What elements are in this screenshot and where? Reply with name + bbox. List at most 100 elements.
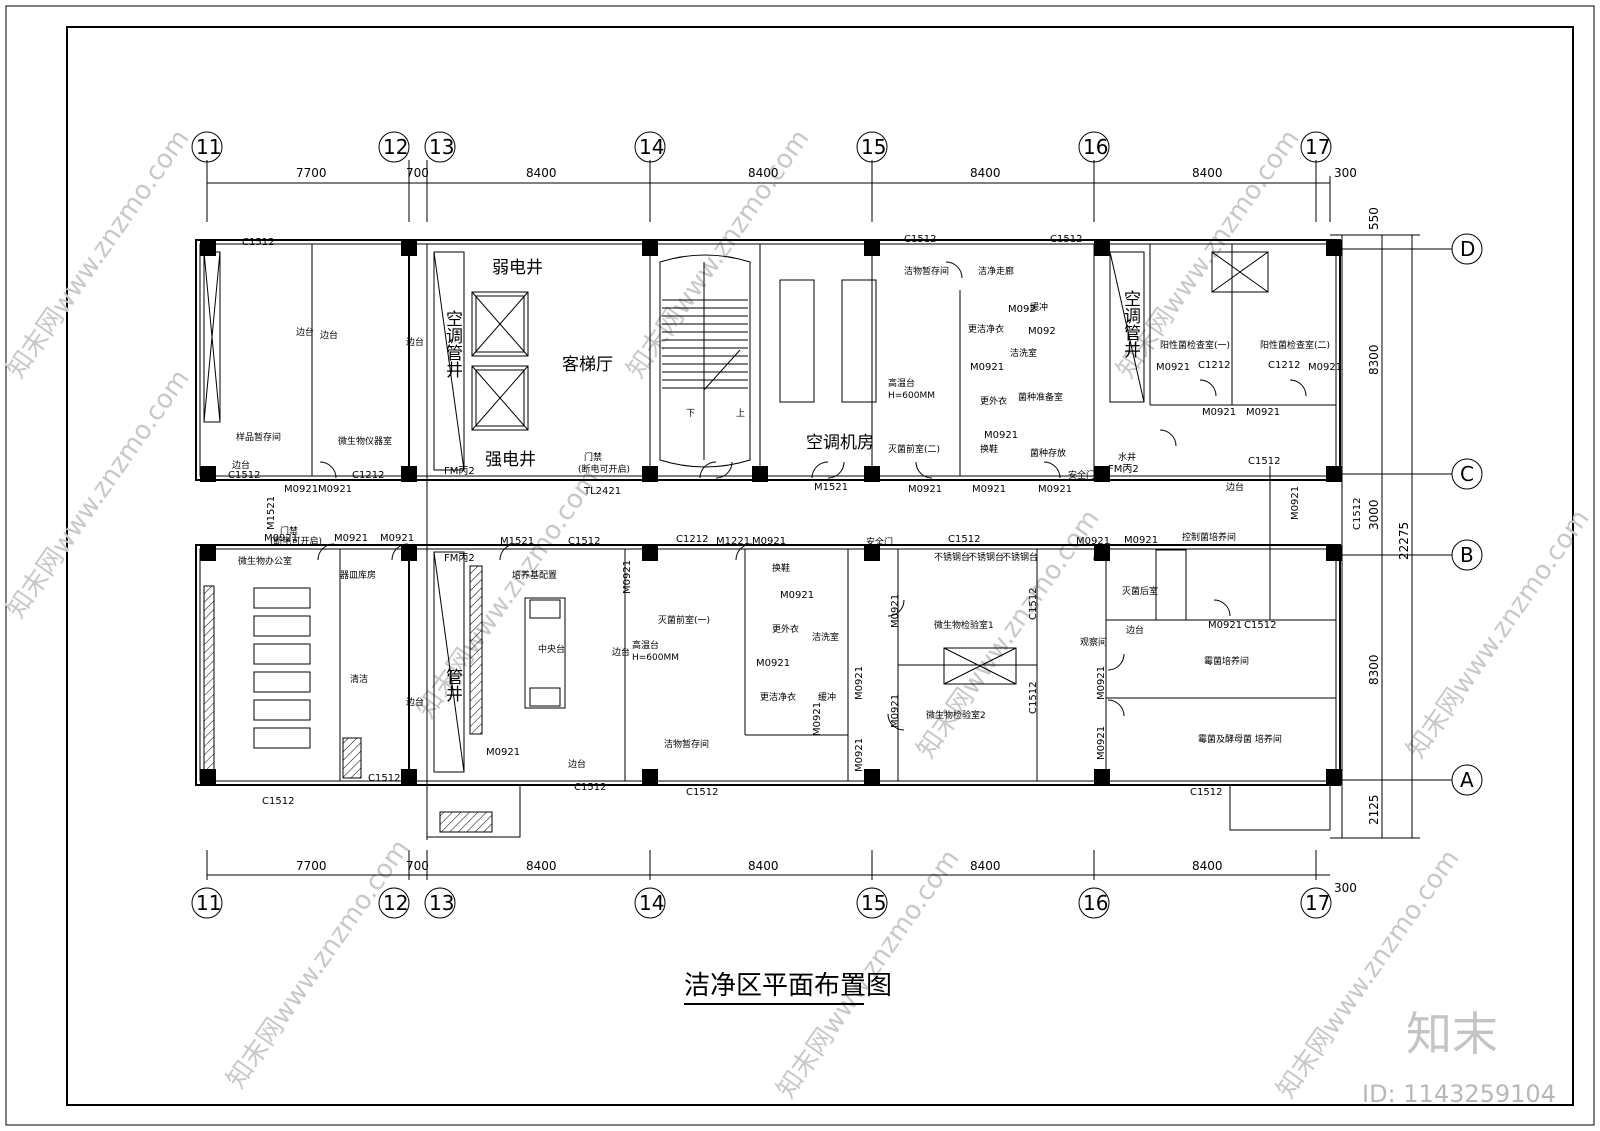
grid-bubble-label: 16 bbox=[1083, 891, 1108, 915]
bottom-grid-bubbles: 11 12 13 14 15 16 17 bbox=[191, 887, 1332, 919]
door-code: C1512 bbox=[262, 796, 294, 807]
room-label: H=600MM bbox=[888, 391, 935, 401]
grid-bubble-label: B bbox=[1460, 543, 1474, 567]
room-label: 边台 bbox=[568, 758, 586, 770]
bottom-dimension-line bbox=[206, 850, 1330, 880]
room-label: 更洁净衣 bbox=[760, 691, 796, 703]
room-label: 水井 bbox=[1118, 451, 1136, 463]
door-code: C1512 bbox=[948, 534, 980, 545]
room-label: 门禁 bbox=[584, 451, 602, 463]
watermark-layer: 知末网www.znzmo.com 知末网www.znzmo.com 知末网www… bbox=[1, 124, 1595, 1104]
room-label: 不锈钢台 bbox=[1002, 551, 1038, 563]
door-code: M0921 bbox=[284, 484, 318, 495]
door-code: M0921 bbox=[890, 594, 901, 628]
grid-bubble-label: 12 bbox=[383, 891, 408, 915]
door-code: M0921 bbox=[854, 738, 865, 772]
door-code: M0921 bbox=[622, 560, 633, 594]
dim-label: 3000 bbox=[1367, 499, 1381, 530]
top-dimension-labels: 7700 700 8400 8400 8400 8400 300 bbox=[296, 166, 1357, 180]
door-code: C1512 bbox=[1352, 498, 1363, 530]
door-code: FM丙2 bbox=[444, 553, 475, 564]
room-label: (断电可开启) bbox=[270, 535, 322, 547]
room-label: 边台 bbox=[406, 696, 424, 708]
watermark-text: 知末网www.znzmo.com bbox=[1401, 504, 1595, 764]
grid-bubble-label: D bbox=[1460, 237, 1475, 261]
room-label: 控制菌培养间 bbox=[1182, 531, 1236, 543]
door-code: M0921 bbox=[334, 533, 368, 544]
door-code: M0921 bbox=[1038, 484, 1072, 495]
office-desks bbox=[203, 585, 311, 773]
dim-label: 8400 bbox=[1192, 859, 1223, 873]
bottom-dimension-labels: 7700 700 8400 8400 8400 8400 300 bbox=[296, 859, 1357, 895]
center-table bbox=[524, 597, 566, 709]
door-code: M0921 bbox=[1124, 535, 1158, 546]
room-label-weak-shaft: 弱电井 bbox=[492, 258, 543, 278]
right-dimension-labels: 550 8300 3000 8300 2125 22275 bbox=[1367, 207, 1411, 825]
room-label: 高温台 bbox=[888, 377, 915, 389]
room-label: 霉菌及酵母菌 培养间 bbox=[1198, 733, 1282, 745]
room-label: 更外衣 bbox=[772, 623, 799, 635]
door-code: M1521 bbox=[500, 536, 534, 547]
drawing-title: 洁净区平面布置图 bbox=[684, 971, 892, 1001]
room-label: 培养基配置 bbox=[512, 569, 557, 581]
room-label: 边台 bbox=[296, 326, 314, 338]
door-code: FM丙2 bbox=[444, 466, 475, 477]
door-code: C1512 bbox=[904, 234, 936, 245]
door-code: M0921 bbox=[1246, 407, 1280, 418]
door-code: M0921 bbox=[1290, 486, 1301, 520]
door-code: M0921 bbox=[970, 362, 1004, 373]
id-label: ID: 1143259104 bbox=[1362, 1080, 1556, 1108]
room-label: 阳性菌检查室(一) bbox=[1160, 339, 1230, 351]
room-label-ac-shaft-right: 空调管井 bbox=[1120, 290, 1141, 358]
room-label: 洁物暂存间 bbox=[904, 265, 949, 277]
top-dimension-line bbox=[206, 160, 1331, 222]
room-label: 门禁 bbox=[280, 525, 298, 537]
door-code: M092 bbox=[1028, 326, 1056, 337]
door-code: C1512 bbox=[574, 782, 606, 793]
door-code: M0921 bbox=[318, 484, 352, 495]
door-code: C1512 bbox=[1028, 588, 1039, 620]
dim-label: 22275 bbox=[1397, 522, 1411, 560]
right-dimension-lines bbox=[1330, 234, 1420, 839]
room-label-ac-room: 空调机房 bbox=[806, 433, 874, 453]
door-code: C1512 bbox=[686, 787, 718, 798]
watermark-text: 知末网www.znzmo.com bbox=[411, 464, 605, 724]
room-label: 边台 bbox=[1126, 624, 1144, 636]
room-label: 洁洗室 bbox=[812, 631, 839, 643]
shafts bbox=[433, 251, 1145, 773]
room-label: 安全门 bbox=[866, 536, 893, 548]
door-code: C1512 bbox=[368, 773, 400, 784]
door-code: C1212 bbox=[1268, 360, 1300, 371]
door-code: TL2421 bbox=[583, 486, 621, 497]
dim-label: 8400 bbox=[970, 166, 1001, 180]
room-label: 菌种存放 bbox=[1030, 447, 1066, 459]
room-label: 换鞋 bbox=[980, 443, 998, 455]
door-code: M0921 bbox=[890, 694, 901, 728]
room-label: 边台 bbox=[1226, 481, 1244, 493]
brand-logo: 知末 bbox=[1406, 1007, 1498, 1061]
door-code: M1221 bbox=[716, 536, 750, 547]
room-label-strong-shaft: 强电井 bbox=[485, 450, 536, 470]
elevators bbox=[471, 291, 529, 431]
door-code: C1512 bbox=[568, 536, 600, 547]
dim-label: 300 bbox=[1334, 166, 1357, 180]
grid-bubble-label: 15 bbox=[861, 135, 886, 159]
dim-label: 8400 bbox=[970, 859, 1001, 873]
door-code: M0921 bbox=[812, 702, 823, 736]
door-code: M0921 bbox=[1096, 726, 1107, 760]
dim-label: 700 bbox=[406, 859, 429, 873]
structural-columns bbox=[200, 240, 1342, 785]
door-code: M0921 bbox=[1096, 666, 1107, 700]
door-code: C1512 bbox=[1190, 787, 1222, 798]
door-codes: C1512 C1512 C1512 C1512 C1212 M0921 M092… bbox=[228, 234, 1363, 807]
row-grid-bubbles: D C B A bbox=[1420, 233, 1483, 796]
dim-label: 8400 bbox=[748, 166, 779, 180]
door-code: M0921 bbox=[1308, 362, 1342, 373]
dim-label: 8300 bbox=[1367, 654, 1381, 685]
room-label: 安全门 bbox=[1068, 469, 1095, 481]
dim-label: 8400 bbox=[748, 859, 779, 873]
room-label: 灭菌后室 bbox=[1122, 585, 1158, 597]
room-label-pipe-shaft: 管井 bbox=[442, 668, 463, 702]
dim-label: 8400 bbox=[526, 859, 557, 873]
dim-label: 300 bbox=[1334, 881, 1357, 895]
